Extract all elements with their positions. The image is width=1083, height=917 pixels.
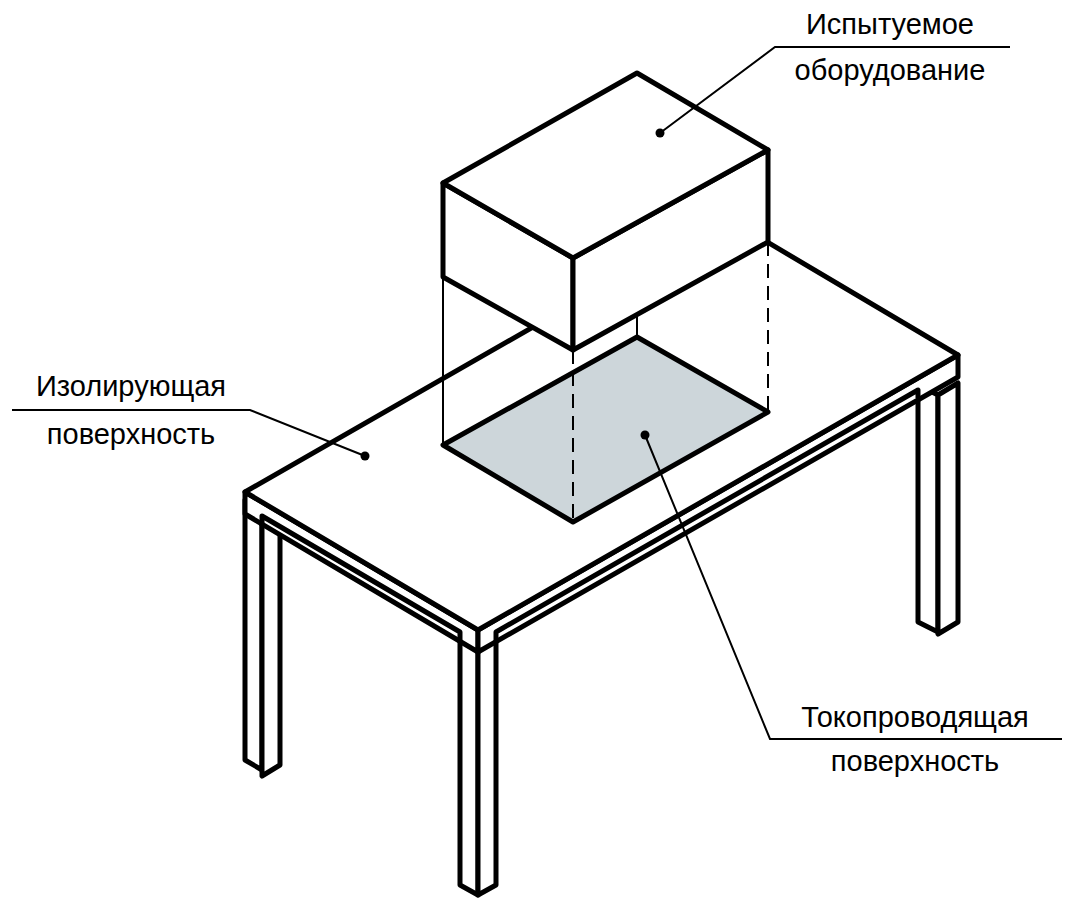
leader-dot (361, 452, 370, 461)
table-leg (460, 640, 478, 895)
conductive-surface (443, 337, 768, 522)
leader-dot (641, 431, 650, 440)
table-leg (478, 640, 496, 895)
table-leg (262, 500, 280, 776)
leader-dot (656, 129, 665, 138)
callout-label: Изолирующая поверхность (6, 362, 256, 458)
leader-line (645, 435, 1062, 739)
table-leg (938, 383, 958, 634)
equipment-box (443, 73, 768, 258)
callout-label: Испытуемое оборудование (765, 1, 1015, 93)
projection-line (572, 350, 574, 522)
table-leg (245, 500, 262, 770)
table-leg (918, 385, 938, 632)
projection-line (442, 277, 444, 445)
callout-label: Токопроводящая поверхность (765, 695, 1065, 783)
projection-line (767, 242, 769, 412)
